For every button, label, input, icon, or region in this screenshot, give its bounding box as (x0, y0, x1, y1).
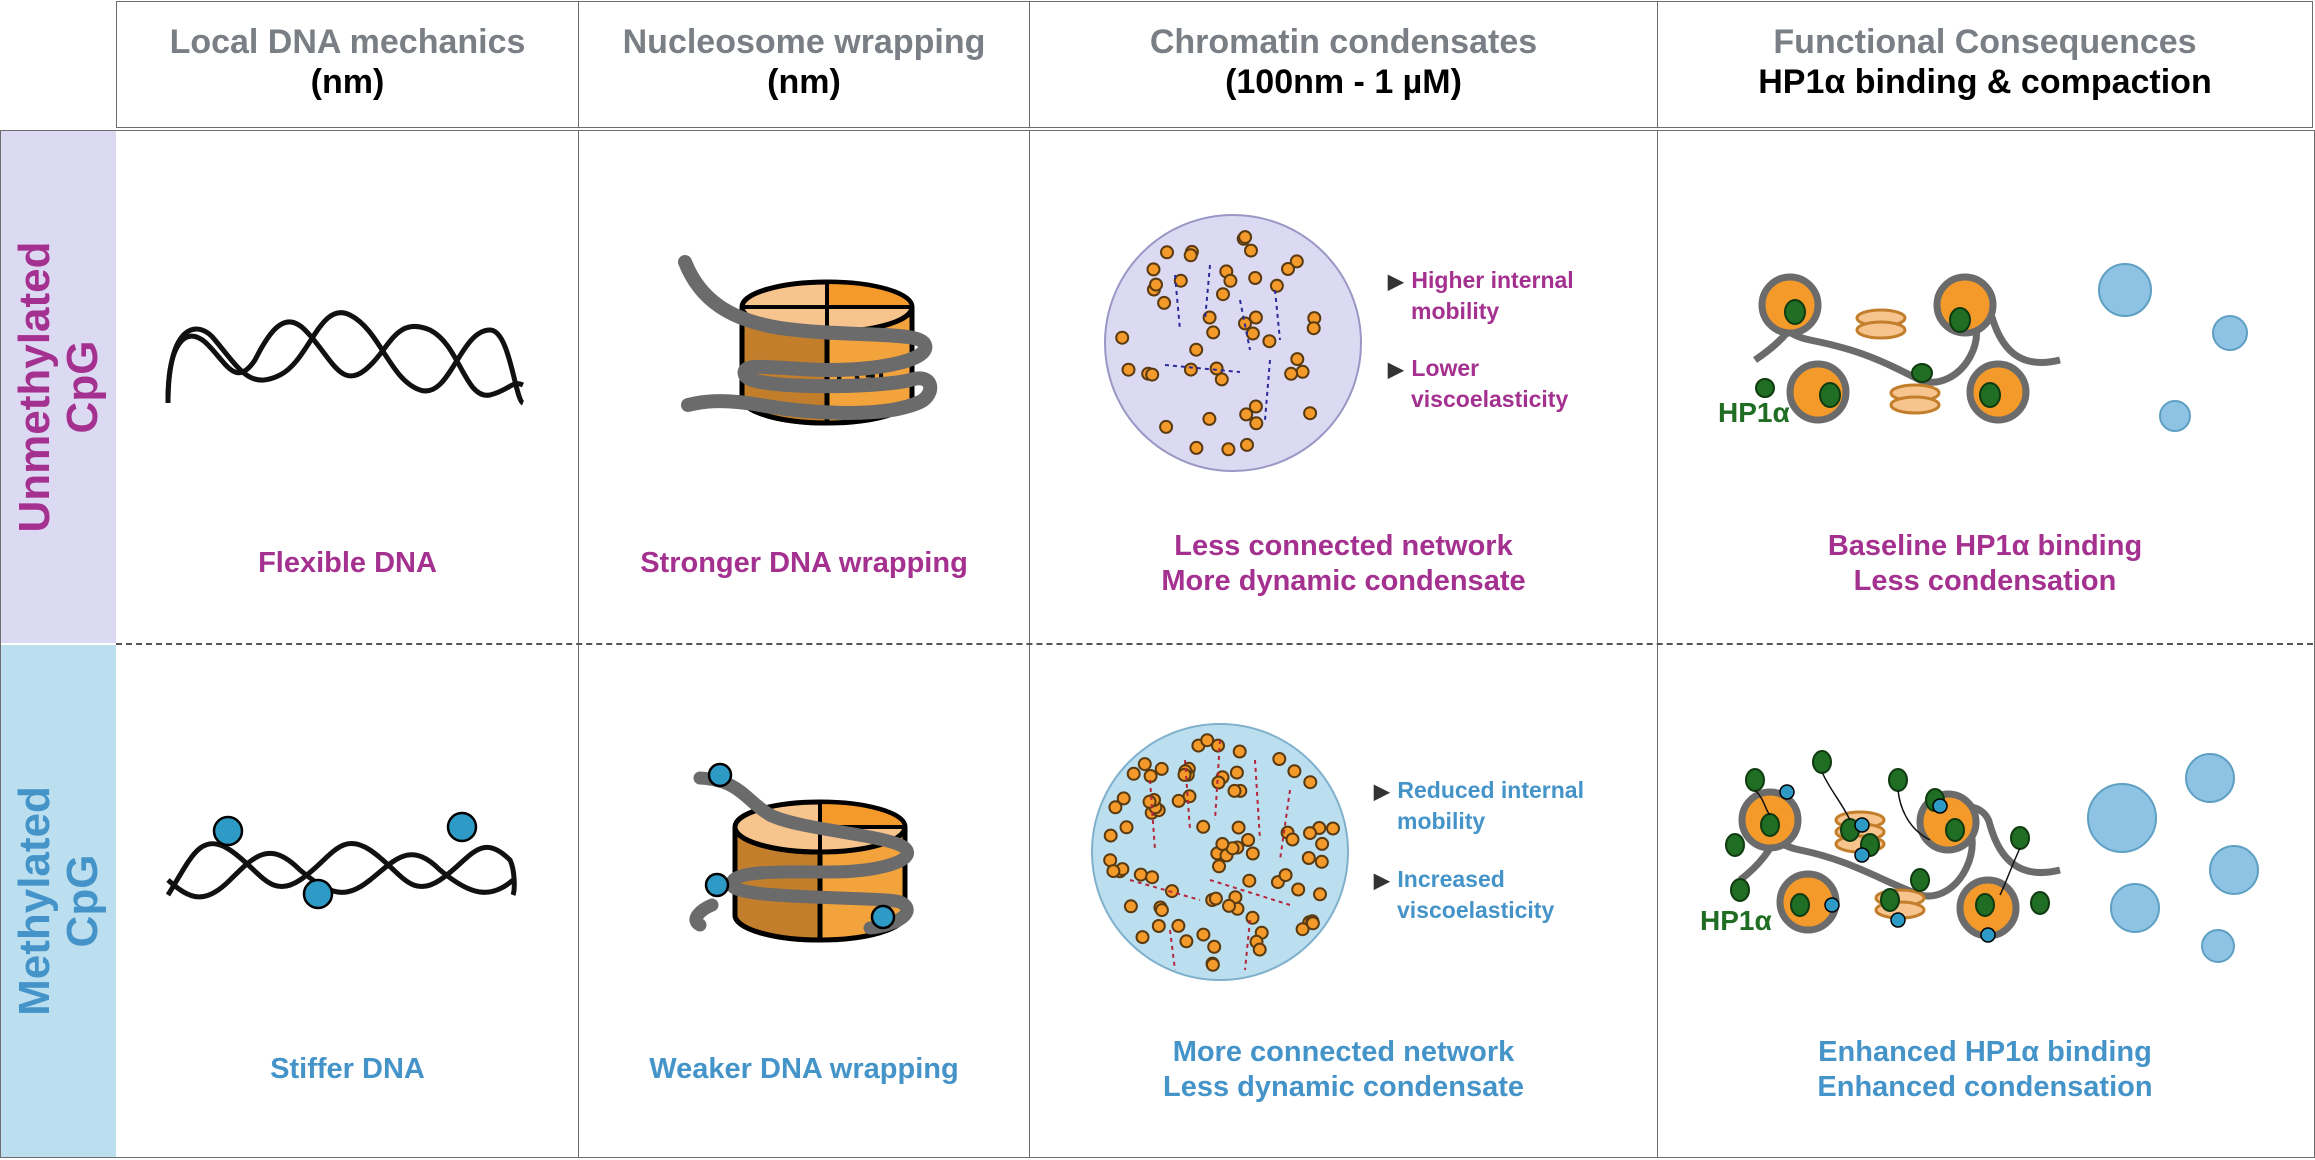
header-nucleosome: Nucleosome wrapping (nm) (578, 1, 1030, 128)
row-label-line: Unmethylated (9, 241, 59, 533)
condensate-note-1: ▶ Higher internal mobility (1388, 266, 1574, 326)
condensate-note-2: ▶ Increased viscoelasticity (1374, 865, 1554, 925)
caption-line: Less condensation (1853, 565, 2117, 597)
caption-line: Enhanced condensation (1817, 1071, 2153, 1103)
column-title: Chromatin condensates (1149, 23, 1538, 61)
bullet-arrow-icon: ▶ (1388, 271, 1404, 293)
function-caption: Enhanced HP1α binding Enhanced condensat… (1657, 1035, 2313, 1105)
row-label-methylated: Methylated CpG (1, 645, 116, 1157)
row-label-text: Unmethylated CpG (9, 241, 107, 533)
column-subtitle: HP1α binding & compaction (1758, 63, 2212, 101)
caption-line: Enhanced HP1α binding (1818, 1036, 2152, 1068)
column-title: Nucleosome wrapping (622, 23, 986, 61)
note-line: viscoelasticity (1397, 897, 1555, 923)
nucleosome-caption: Weaker DNA wrapping (649, 1053, 959, 1085)
nucleosome-caption: Stronger DNA wrapping (640, 547, 968, 579)
hp1-label: HP1α (1700, 905, 1772, 936)
note-line: viscoelasticity (1411, 386, 1569, 412)
row-label-text: Methylated CpG (9, 786, 107, 1016)
condensate-note-1: ▶ Reduced internal mobility (1374, 776, 1584, 836)
bullet-arrow-icon: ▶ (1374, 870, 1390, 892)
column-title: Local DNA mechanics (169, 23, 526, 61)
condensate-caption: More connected network Less dynamic cond… (1029, 1035, 1658, 1105)
column-title: Functional Consequences (1773, 23, 2197, 61)
function-caption: Baseline HP1α binding Less condensation (1657, 529, 2313, 599)
header-condensates: Chromatin condensates (100nm - 1 µM) (1029, 1, 1658, 128)
bullet-arrow-icon: ▶ (1388, 359, 1404, 381)
note-line: mobility (1397, 808, 1486, 834)
row-separator (116, 643, 2313, 645)
row-label-unmethylated: Unmethylated CpG (1, 131, 116, 643)
column-subtitle: (100nm - 1 µM) (1225, 63, 1462, 101)
note-line: Higher internal (1411, 267, 1574, 293)
note-line: mobility (1411, 298, 1500, 324)
condensate-caption: Less connected network More dynamic cond… (1029, 529, 1658, 599)
caption-line: More connected network (1172, 1036, 1515, 1068)
caption-line: Less connected network (1174, 530, 1513, 562)
column-subtitle: (nm) (310, 63, 385, 101)
header-local-dna: Local DNA mechanics (nm) (116, 1, 579, 128)
row-label-line: Methylated (9, 786, 59, 1016)
hp1-label: HP1α (1718, 397, 1790, 428)
dna-caption: Flexible DNA (258, 547, 437, 579)
condensate-note-2: ▶ Lower viscoelasticity (1388, 354, 1568, 414)
column-subtitle: (nm) (767, 63, 841, 101)
caption-line: Baseline HP1α binding (1827, 530, 2143, 562)
bullet-arrow-icon: ▶ (1374, 781, 1390, 803)
header-function: Functional Consequences HP1α binding & c… (1657, 1, 2313, 128)
note-line: Lower (1411, 355, 1480, 381)
note-line: Reduced internal (1397, 777, 1584, 803)
caption-line: More dynamic condensate (1161, 565, 1526, 597)
caption-line: Less dynamic condensate (1162, 1071, 1525, 1103)
note-line: Increased (1397, 866, 1505, 892)
row-label-line: CpG (57, 340, 107, 434)
row-label-line: CpG (57, 854, 107, 948)
dna-caption: Stiffer DNA (270, 1053, 425, 1085)
